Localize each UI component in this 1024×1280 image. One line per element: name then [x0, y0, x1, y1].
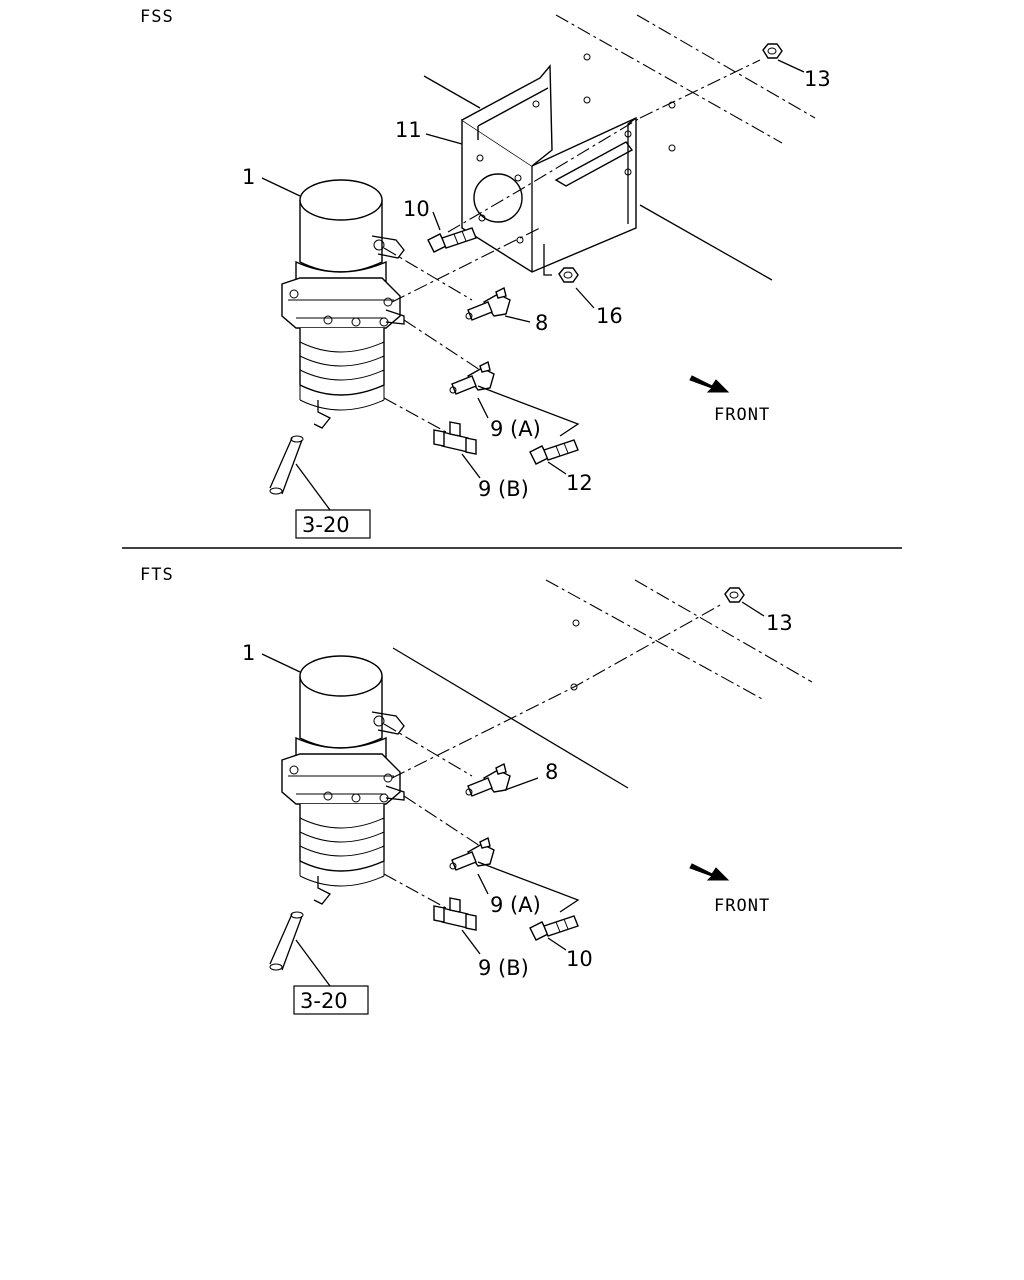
callout-bolt: 10: [566, 947, 593, 971]
fuel-filter-assembly: [269, 179, 405, 495]
callout-elbow-a: 9 (A): [490, 893, 541, 917]
callout-nut-bottom: 16: [596, 304, 623, 328]
bolt-12: [529, 439, 579, 465]
reference-box: [293, 985, 369, 1015]
reference-label: 3-20: [300, 989, 348, 1013]
callout-bolt-small: 10: [403, 197, 430, 221]
elbow-fitting-8: [465, 763, 511, 797]
callout-elbow: 8: [535, 311, 548, 335]
reference-box: [295, 509, 371, 539]
fuel-filter-assembly: [269, 655, 405, 971]
callout-tee-b: 9 (B): [478, 477, 529, 501]
bracket: [461, 64, 637, 276]
callout-bracket: 11: [395, 118, 422, 142]
section-code: FSS: [140, 7, 174, 27]
section-fss: FSS: [140, 7, 831, 539]
callout-elbow-a: 9 (A): [490, 417, 541, 441]
nut-16: [558, 267, 579, 283]
callout-tee-b: 9 (B): [478, 956, 529, 980]
reference-label: 3-20: [302, 513, 350, 537]
section-fts: FTS 1 8 9 (A) 9 (B) 10: [140, 565, 813, 1015]
bolt-10: [529, 915, 579, 941]
front-direction-label: FRONT: [714, 896, 770, 916]
front-direction-label: FRONT: [714, 405, 770, 425]
tee-fitting-9b: [433, 421, 477, 455]
callout-bolt: 12: [566, 471, 593, 495]
bolt-10: [427, 227, 477, 253]
tee-fitting-9b: [433, 897, 477, 931]
front-arrow-icon: [689, 375, 730, 393]
callout-filter: 1: [242, 641, 255, 665]
elbow-fitting-8: [465, 287, 511, 321]
callout-nut-top: 13: [804, 67, 831, 91]
callout-filter: 1: [242, 165, 255, 189]
callout-nut-top: 13: [766, 611, 793, 635]
nut-13: [724, 587, 745, 603]
nut-13: [762, 43, 783, 59]
front-arrow-icon: [689, 863, 730, 881]
section-code: FTS: [140, 565, 174, 585]
callout-elbow: 8: [545, 760, 558, 784]
